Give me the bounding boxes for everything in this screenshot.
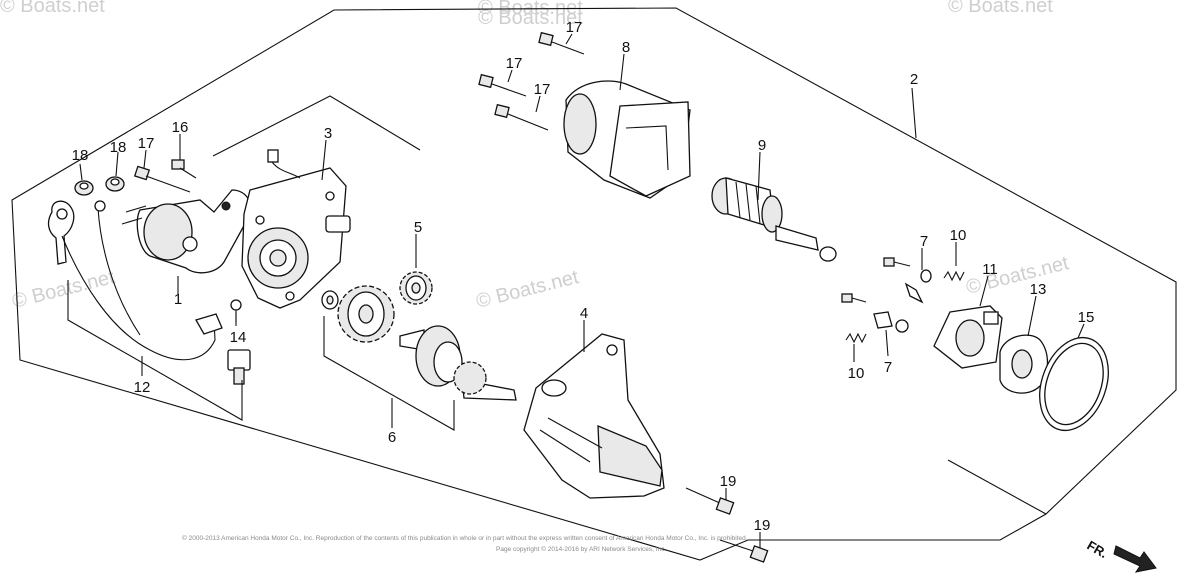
- connector-part-14: [227, 299, 251, 385]
- bolt-part-17-low: [494, 103, 549, 131]
- bolt-part-19-upper: [685, 487, 735, 515]
- part-label: 16: [172, 119, 189, 136]
- bolt-part-17-mid: [478, 73, 527, 97]
- part-label: 19: [720, 473, 737, 490]
- part-label: 7: [920, 233, 928, 250]
- nut-part-18a: [74, 180, 94, 196]
- front-cover-part-3: [241, 149, 351, 309]
- arrow-right-icon: [1113, 545, 1157, 573]
- bolt-part-17-left: [133, 165, 191, 193]
- part-label: 6: [388, 429, 396, 446]
- clip-part-7-lower: [841, 293, 909, 333]
- part-label: 19: [754, 517, 771, 534]
- part-labels: 1 2 3 4 5 6 7 7 8 9 10 10 11 12 13 14 15…: [72, 19, 1095, 534]
- brush-holder-part-11: [933, 305, 1003, 369]
- group-bracket-right: [947, 459, 1047, 515]
- group-bracket-12: [67, 280, 243, 421]
- watermark: © Boats.net: [474, 266, 581, 313]
- bolt-part-17-top: [538, 31, 585, 55]
- watermark: © Boats.net: [0, 0, 105, 17]
- front-direction-indicator: FR.: [1085, 538, 1157, 573]
- part-label: 17: [506, 55, 523, 72]
- part-label: 12: [134, 379, 151, 396]
- part-label: 15: [1078, 309, 1095, 326]
- part-label: 1: [174, 291, 182, 308]
- part-label: 13: [1030, 281, 1047, 298]
- clip-part-7-upper: [883, 257, 932, 304]
- group-bracket-left: [212, 95, 421, 157]
- clutch-part-6: [399, 325, 517, 401]
- part-label: 7: [884, 359, 892, 376]
- part-label: 17: [534, 81, 551, 98]
- bolt-part-19-lower: [719, 539, 769, 563]
- leader-lines: [79, 33, 1085, 548]
- nut-part-18b: [105, 176, 125, 192]
- o-ring-part-15: [1039, 336, 1109, 432]
- part-label: 11: [982, 261, 998, 278]
- watermark: © Boats.net: [478, 0, 583, 19]
- spring-part-10-upper: [943, 270, 965, 282]
- gear-housing-part-4: [523, 333, 665, 499]
- part-label: 5: [414, 219, 422, 236]
- watermark: © Boats.net: [478, 7, 583, 29]
- part-label: 17: [566, 19, 583, 36]
- plate-part-13: [999, 334, 1049, 394]
- yoke-part-8: [563, 80, 691, 199]
- part-label: 8: [622, 39, 630, 56]
- copyright-line-1: © 2000-2013 American Honda Motor Co., In…: [182, 534, 748, 542]
- group-bracket-6: [323, 316, 455, 431]
- part-label: 10: [848, 365, 865, 382]
- direction-label: FR.: [1085, 538, 1111, 561]
- cable-part-12: [47, 200, 223, 361]
- gear-part-5: [399, 271, 433, 305]
- bolt-part-16: [171, 159, 197, 179]
- spring-part-10-lower: [845, 332, 867, 344]
- copyright-line-2: Page copyright © 2014-2016 by ARI Networ…: [496, 545, 666, 553]
- part-label: 2: [910, 71, 918, 88]
- washer: [321, 290, 339, 310]
- part-label: 17: [138, 135, 155, 152]
- gear-part-6-large: [337, 285, 395, 343]
- part-label: 3: [324, 125, 332, 142]
- watermark: © Boats.net: [964, 252, 1071, 299]
- part-label: 18: [110, 139, 127, 156]
- solenoid-part-1: [121, 189, 251, 274]
- part-label: 4: [580, 305, 588, 322]
- armature-part-9: [711, 177, 837, 262]
- part-label: 14: [230, 329, 247, 346]
- part-label: 10: [950, 227, 967, 244]
- watermark: © Boats.net: [948, 0, 1053, 17]
- part-label: 9: [758, 137, 766, 154]
- part-label: 18: [72, 147, 89, 164]
